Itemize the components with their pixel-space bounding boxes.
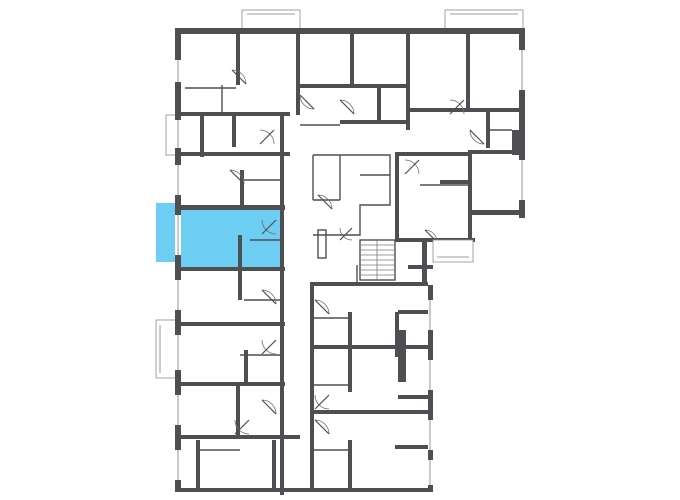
- entrance-marker-icon: [286, 222, 294, 238]
- right-balcony: [432, 239, 474, 263]
- interior-walls: [180, 30, 523, 495]
- stair-icon: [359, 239, 396, 281]
- door-swings: [229, 69, 485, 435]
- selected-apartment-room[interactable]: [180, 210, 284, 268]
- thin-partitions: [185, 85, 512, 451]
- top-balconies: [241, 9, 524, 33]
- windows: [175, 50, 525, 485]
